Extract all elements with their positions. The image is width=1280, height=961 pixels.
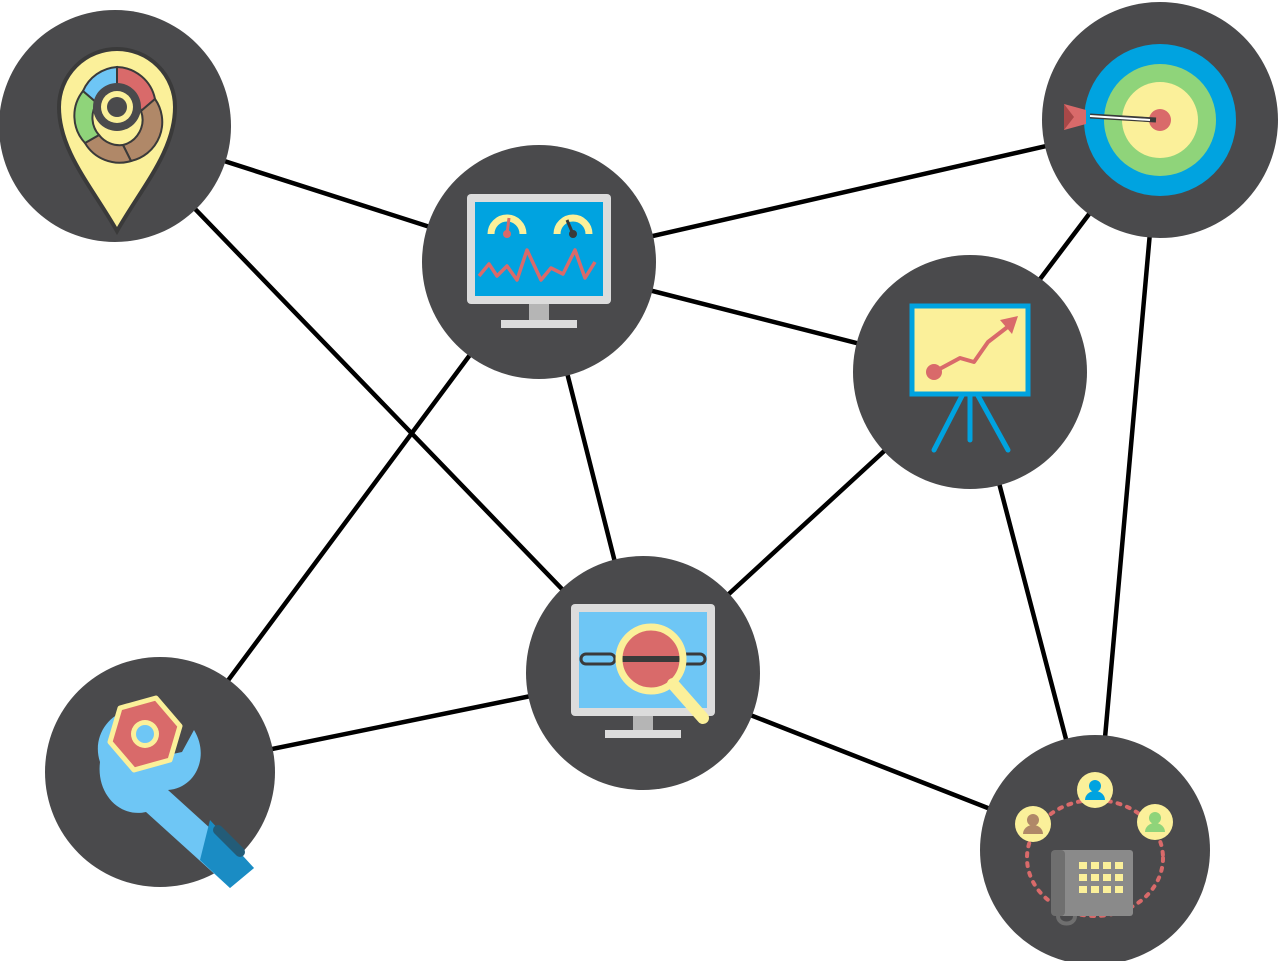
phone-people-network-icon: [1015, 772, 1173, 926]
desk-phone-icon: [1051, 850, 1133, 926]
map-pin-donut-chart-icon: [56, 47, 178, 236]
edge-location-analytics-to-link-analysis: [112, 123, 646, 676]
growth-presentation-board-icon: [909, 303, 1031, 453]
node-link-analysis: [526, 556, 760, 790]
monitor-gauges-icon: [467, 194, 611, 328]
node-circle: [980, 735, 1210, 961]
node-location-analytics: [0, 10, 231, 242]
person-icon: [1015, 806, 1051, 842]
node-presentation-growth: [853, 255, 1087, 489]
monitor-chain-magnifier-icon: [571, 604, 715, 738]
edge-target-to-communication: [1092, 117, 1163, 853]
person-icon: [1137, 804, 1173, 840]
node-target: [1042, 2, 1278, 238]
node-dashboard-monitor: [422, 145, 656, 379]
wrench-nut-icon: [97, 695, 254, 888]
dartboard-target-icon: [1064, 44, 1236, 196]
node-maintenance: [45, 657, 275, 888]
node-communication: [980, 735, 1210, 961]
person-icon: [1077, 772, 1113, 808]
